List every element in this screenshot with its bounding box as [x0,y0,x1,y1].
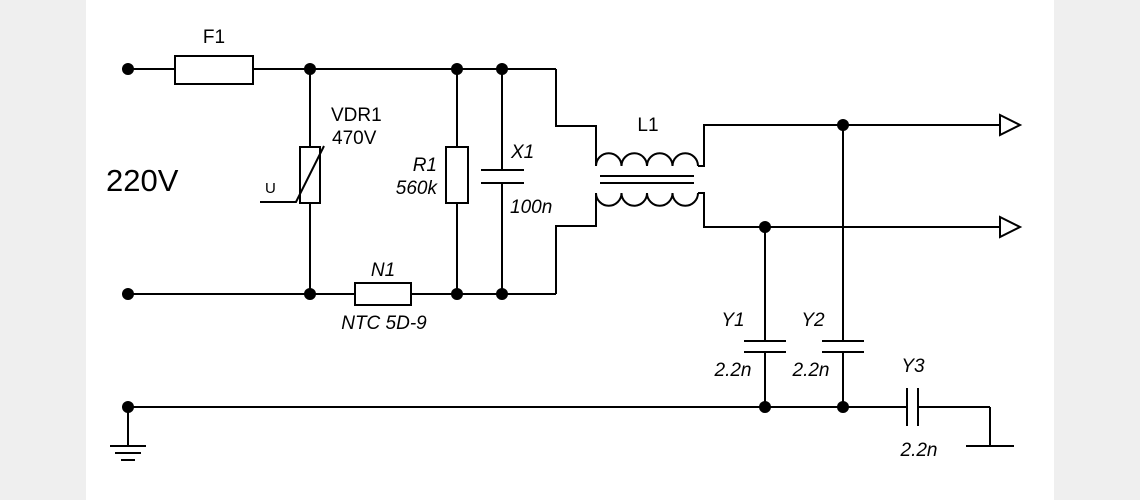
x-capacitor-x1-symbol [481,169,524,184]
thermistor-n1-ref: N1 [371,260,395,281]
fuse-f1-ref: F1 [203,27,225,48]
varistor-symbol-letter: U [265,180,276,197]
thermistor-n1-value: NTC 5D-9 [341,313,427,334]
x-capacitor-x1-value: 100n [510,197,552,218]
y-capacitor-y3-value: 2.2n [900,440,938,461]
output-arrow-top [999,113,1023,137]
resistor-r1-value: 560k [396,178,439,199]
fuse-f1-symbol [174,55,254,85]
resistor-r1-symbol [445,146,469,204]
x-capacitor-x1-ref: X1 [510,142,534,163]
resistor-r1-ref: R1 [413,155,437,176]
junction-dots [122,63,849,413]
choke-l1-ref: L1 [637,115,658,136]
y-capacitor-y1-value: 2.2n [714,360,752,381]
wires [127,68,1000,446]
y-capacitor-y3-symbol [906,388,919,426]
varistor-vdr1-ref: VDR1 [331,105,382,126]
output-arrow-bottom [999,215,1023,239]
thermistor-n1-symbol [354,282,412,306]
earth-symbol-left [110,445,146,461]
varistor-vdr1-value: 470V [332,128,377,149]
varistor-vdr1-symbol [260,145,325,204]
y-capacitor-y1-symbol [744,340,786,353]
y-capacitor-y3-ref: Y3 [901,356,925,377]
y-capacitor-y2-symbol [822,340,864,353]
supply-voltage-label: 220V [106,163,179,198]
y-capacitor-y2-value: 2.2n [792,360,830,381]
y-capacitor-y1-ref: Y1 [721,310,744,331]
choke-l1-symbol [595,152,699,207]
y-capacitor-y2-ref: Y2 [801,310,825,331]
